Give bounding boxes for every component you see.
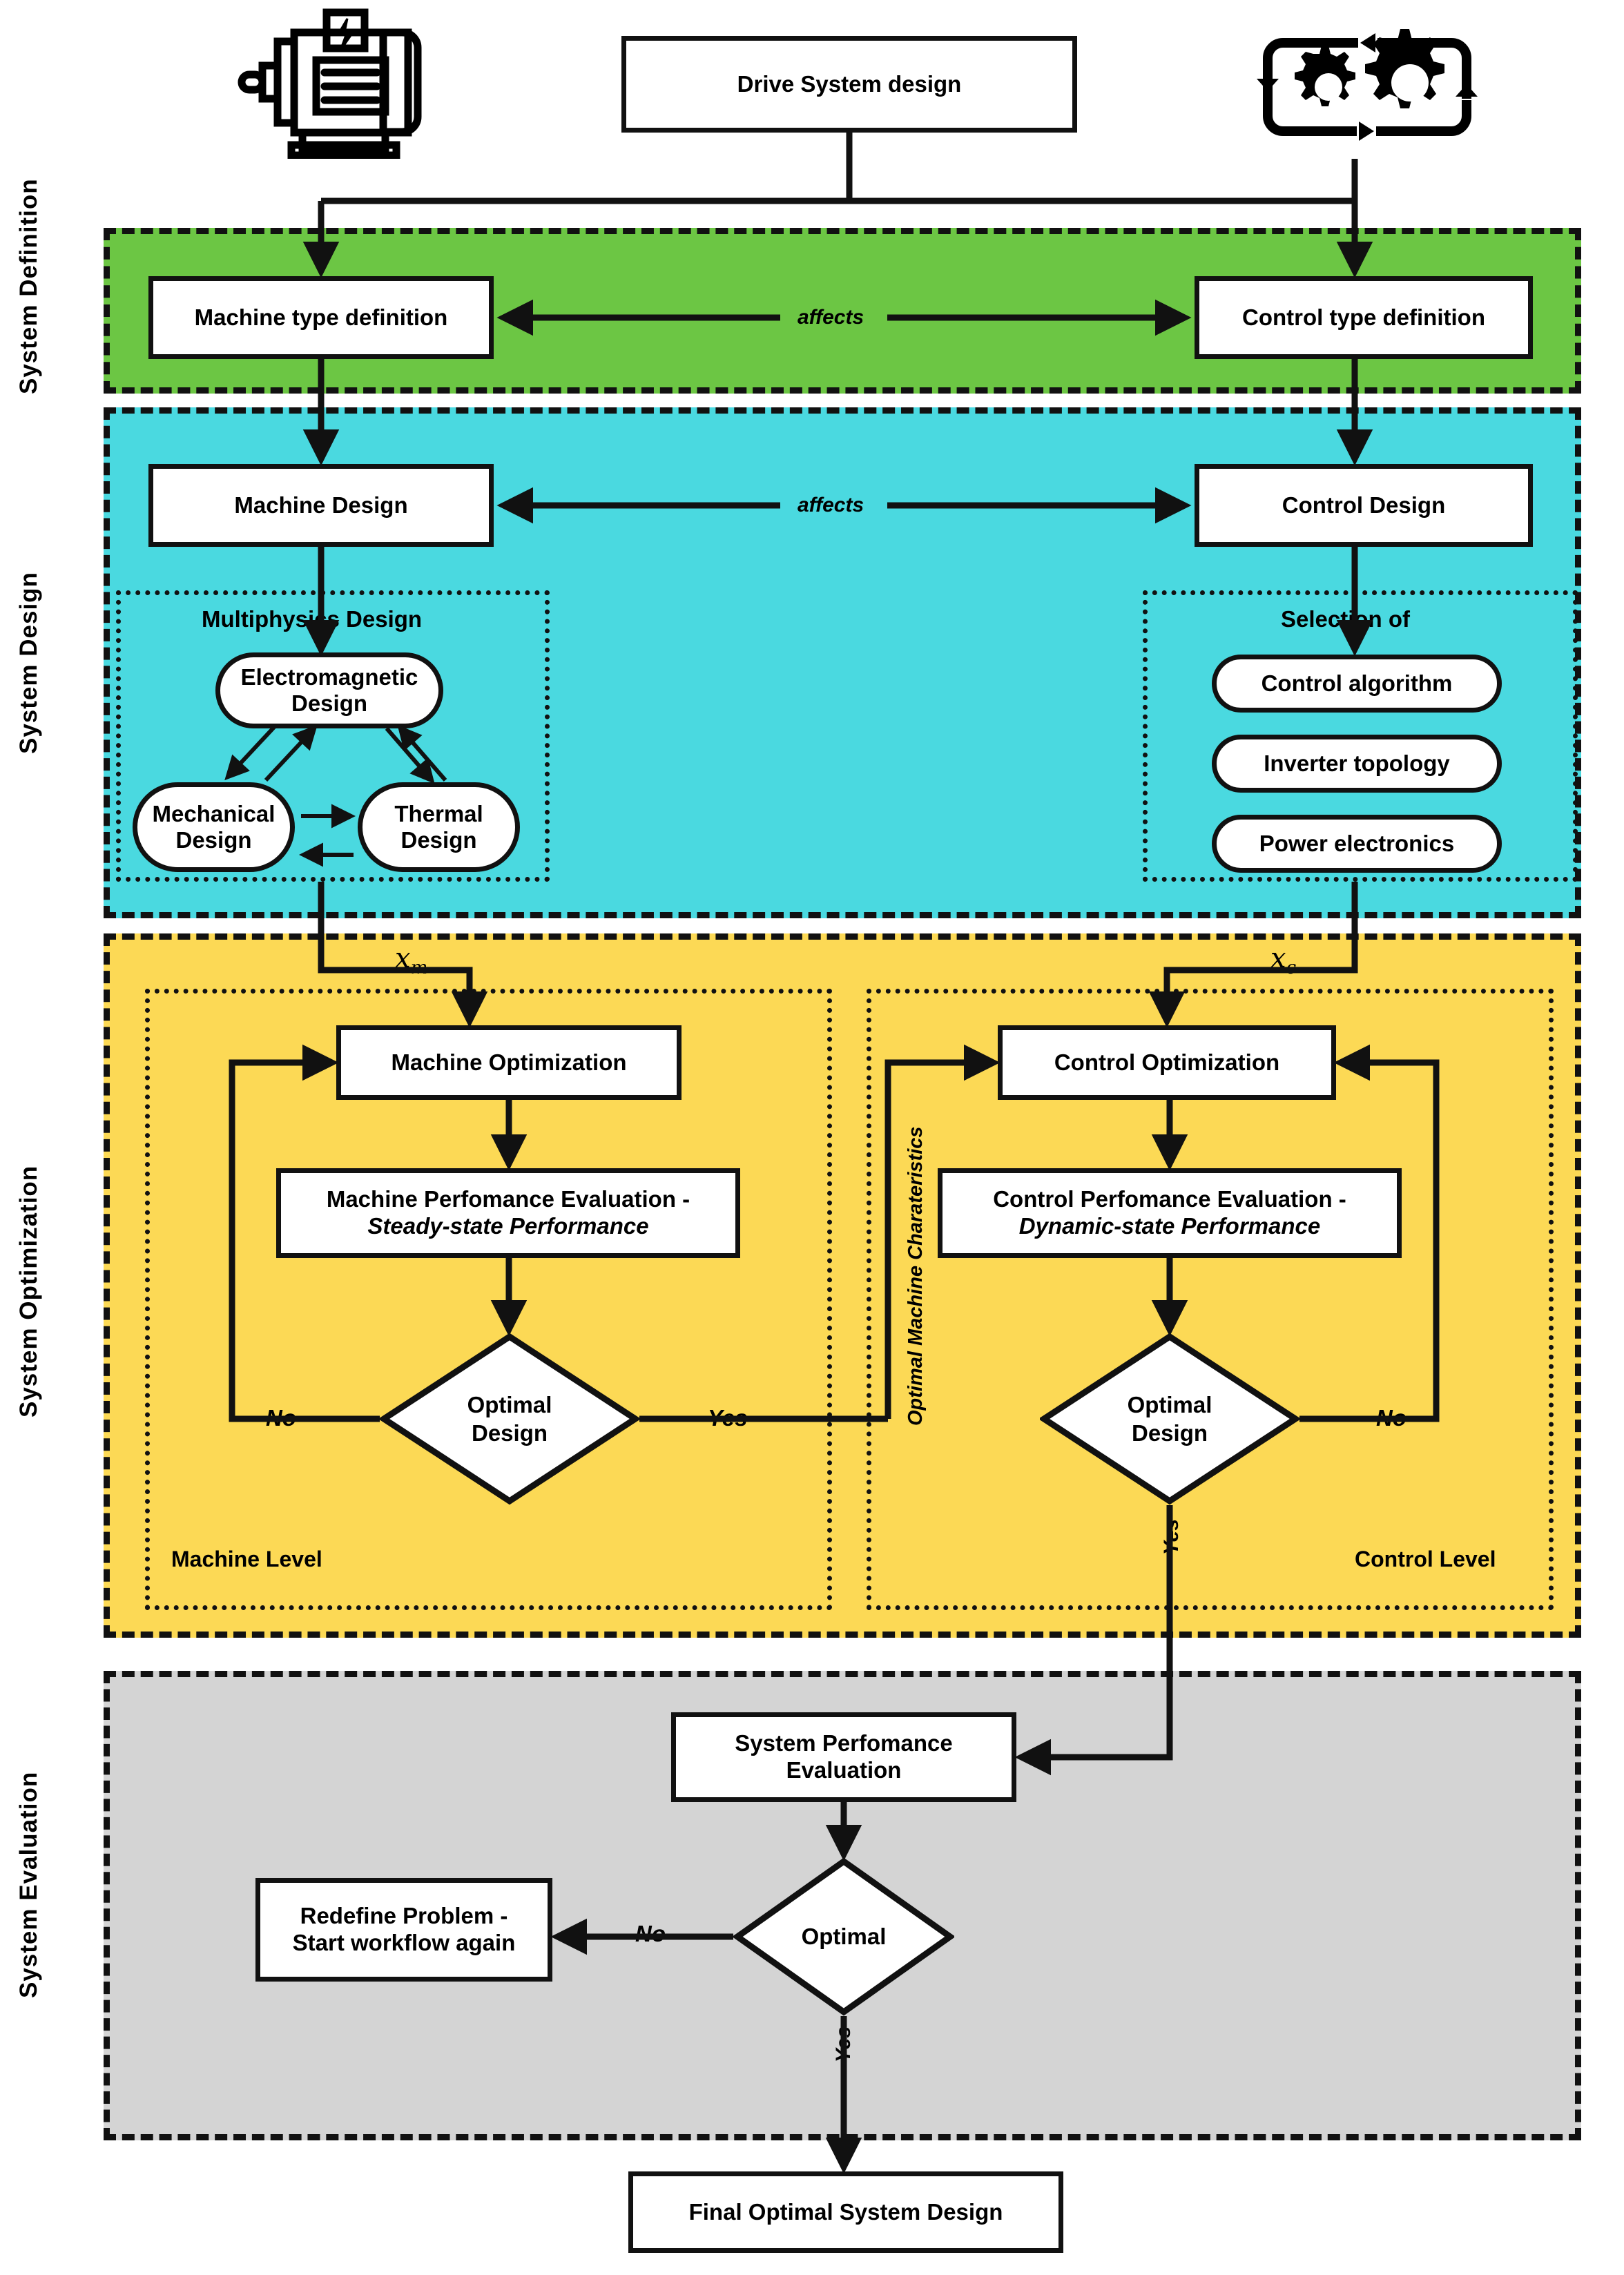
- selection-container: [1143, 590, 1578, 882]
- lane-label-optimization: System Optimization: [15, 1165, 42, 1417]
- xm-label: xm: [395, 942, 428, 978]
- control-yes-label: Yes: [1160, 1519, 1183, 1556]
- system-yes-label: Yes: [832, 2026, 855, 2063]
- control-eval-line1: Control Perfomance Evaluation -: [993, 1186, 1346, 1212]
- machine-level-label: Machine Level: [171, 1547, 322, 1571]
- machine-eval-line1: Machine Perfomance Evaluation -: [326, 1186, 690, 1212]
- affects-label-definition: affects: [798, 306, 864, 329]
- machine-decision-line1: Optimal: [467, 1391, 552, 1417]
- selection-title: Selection of: [1281, 606, 1411, 632]
- lane-label-evaluation: System Evaluation: [15, 1771, 42, 1999]
- inverter-topology-pill: Inverter topology: [1212, 735, 1502, 793]
- gears-cycle-icon: [1257, 29, 1478, 141]
- multiphysics-container: [116, 590, 550, 882]
- redefine-line2: Start workflow again: [292, 1930, 516, 1955]
- affects-label-design: affects: [798, 494, 864, 516]
- lane-label-definition: System Definition: [15, 178, 42, 395]
- machine-performance-evaluation-box: Machine Perfomance Evaluation - Steady-s…: [276, 1168, 740, 1258]
- control-eval-line2: Dynamic-state Performance: [1018, 1213, 1321, 1239]
- system-performance-evaluation-box: System Perfomance Evaluation: [671, 1712, 1016, 1802]
- lane-label-design: System Design: [15, 572, 42, 754]
- multiphysics-title: Multiphysics Design: [202, 606, 423, 632]
- system-no-label: No: [635, 1921, 666, 1946]
- redefine-problem-box: Redefine Problem - Start workflow again: [255, 1878, 552, 1982]
- machine-design-box: Machine Design: [148, 464, 494, 547]
- control-no-label: No: [1376, 1405, 1406, 1431]
- control-decision-line1: Optimal: [1127, 1391, 1212, 1417]
- system-optimal-decision: Optimal: [732, 1857, 956, 2016]
- machine-optimal-design-decision: Optimal Design: [378, 1333, 641, 1505]
- electromagnetic-design-node: Electromagnetic Design: [215, 652, 443, 728]
- control-optimization-box: Control Optimization: [998, 1025, 1336, 1100]
- machine-no-label: No: [266, 1405, 296, 1431]
- system-perf-line2: Evaluation: [786, 1757, 902, 1783]
- redefine-line1: Redefine Problem -: [300, 1903, 508, 1929]
- electric-motor-icon: [238, 8, 422, 159]
- mechanical-design-node: Mechanical Design: [133, 782, 295, 872]
- control-decision-line2: Design: [1131, 1420, 1208, 1446]
- control-optimal-design-decision: Optimal Design: [1038, 1333, 1302, 1505]
- control-performance-evaluation-box: Control Perfomance Evaluation - Dynamic-…: [938, 1168, 1402, 1258]
- system-perf-line1: System Perfomance: [735, 1730, 953, 1756]
- control-algorithm-pill: Control algorithm: [1212, 655, 1502, 713]
- control-design-box: Control Design: [1195, 464, 1533, 547]
- machine-yes-label: Yes: [708, 1405, 748, 1431]
- machine-eval-line2: Steady-state Performance: [367, 1213, 649, 1239]
- machine-optimization-box: Machine Optimization: [336, 1025, 682, 1100]
- power-electronics-pill: Power electronics: [1212, 815, 1502, 873]
- machine-type-definition-box: Machine type definition: [148, 276, 494, 359]
- thermal-design-node: Thermal Design: [358, 782, 520, 872]
- control-level-label: Control Level: [1355, 1547, 1496, 1571]
- control-type-definition-box: Control type definition: [1195, 276, 1533, 359]
- final-optimal-system-design-box: Final Optimal System Design: [628, 2171, 1063, 2253]
- system-decision-label: Optimal: [801, 1924, 887, 1950]
- drive-system-design-box: Drive System design: [621, 36, 1077, 133]
- machine-decision-line2: Design: [471, 1420, 548, 1446]
- xc-label: xc: [1270, 942, 1297, 978]
- machine-level-container: [145, 989, 832, 1610]
- optimal-machine-characteristics-label: Optimal Machine Charateristics: [905, 1126, 927, 1426]
